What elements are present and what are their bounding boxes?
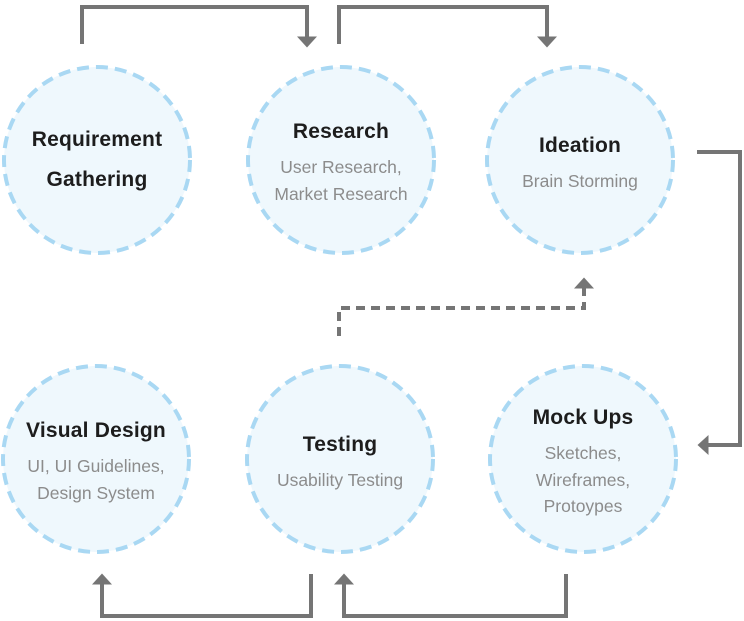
edge-requirement-to-research [80, 5, 317, 48]
edge-testing-to-visualdesign [92, 573, 313, 618]
circle-testing [245, 364, 435, 554]
edge-research-to-ideation [337, 5, 557, 48]
node-circles [1, 65, 678, 554]
edge-testing-to-ideation-dashed [337, 277, 594, 336]
edge-mockups-to-testing [334, 573, 568, 618]
circle-ideation [485, 65, 675, 255]
edge-ideation-to-mockups [697, 150, 742, 455]
circle-mock-ups [488, 364, 678, 554]
circle-research [246, 65, 436, 255]
circle-requirement-gathering [2, 65, 192, 255]
circle-visual-design [1, 364, 191, 554]
edges [80, 5, 742, 618]
